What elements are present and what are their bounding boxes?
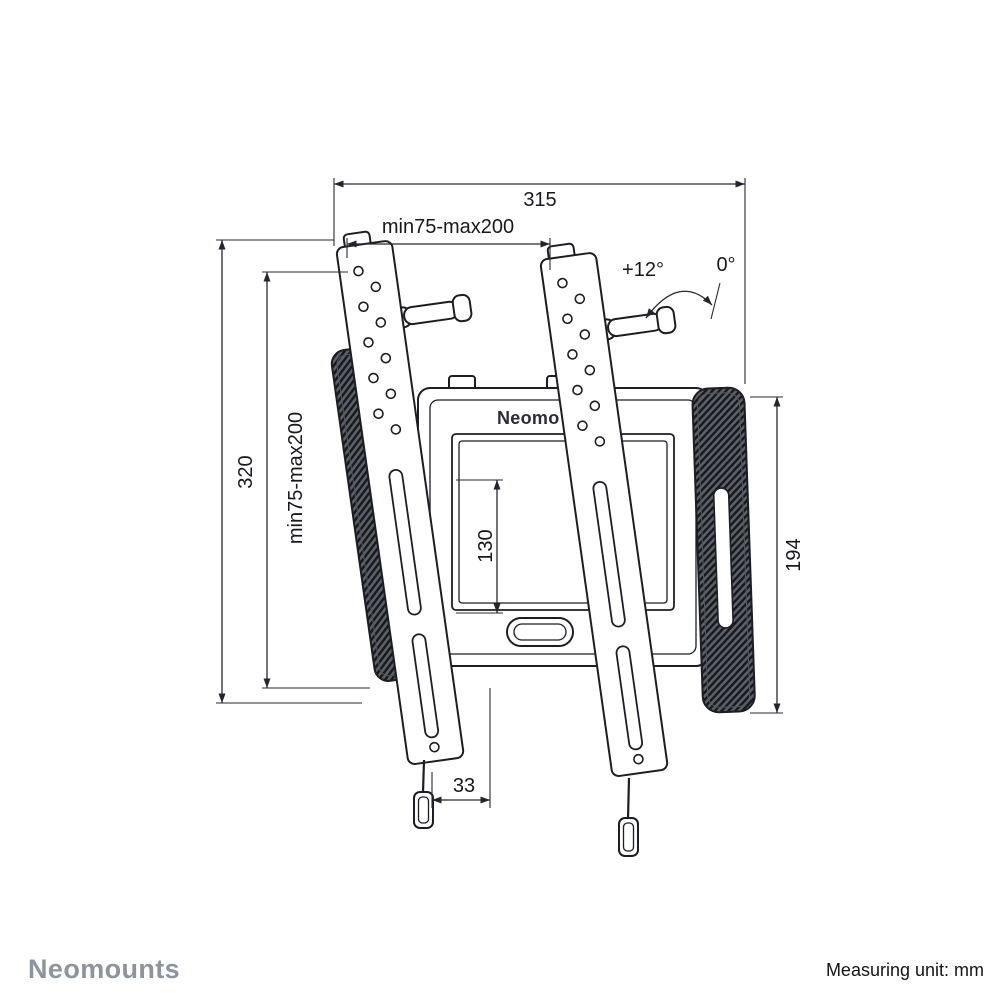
- dim-vesa-width-label: min75-max200: [382, 216, 514, 238]
- measuring-unit-label: Measuring unit: mm: [826, 960, 984, 980]
- plate-opening-inner: [458, 440, 668, 604]
- dim-overall-width: 315: [333, 178, 746, 384]
- dim-overall-height-label: 320: [235, 455, 257, 488]
- tilt-zero-label: 0°: [716, 254, 735, 276]
- plate-logo-text: Neomo: [497, 408, 560, 428]
- dim-vesa-height: min75-max200: [262, 271, 370, 689]
- right-vesa-pad: [691, 386, 756, 714]
- dim-vesa-width: min75-max200: [346, 216, 551, 270]
- tilt-arc-arrow: [645, 290, 713, 319]
- right-pull-cord: [618, 777, 639, 857]
- dim-overall-height: 320: [216, 239, 362, 704]
- dim-bracket-height: 194: [750, 396, 805, 714]
- plate-bottom-slot: [506, 617, 574, 647]
- dim-bottom-offset: 33: [431, 688, 491, 808]
- left-pull-cord: [413, 759, 434, 829]
- tilt-angle-annotation: +12° 0°: [622, 254, 736, 320]
- dim-plate-height-label: 130: [475, 529, 497, 562]
- dim-vesa-height-label: min75-max200: [285, 412, 307, 544]
- tilt-zero-reference-line: [710, 282, 721, 320]
- brand-logo: Neomounts: [28, 954, 180, 984]
- dim-bottom-offset-label: 33: [453, 775, 475, 797]
- dim-overall-width-label: 315: [523, 189, 556, 211]
- dim-plate-height: 130: [456, 479, 503, 614]
- tilt-down-label: +12°: [622, 259, 664, 281]
- dim-bracket-height-label: 194: [783, 538, 805, 571]
- plate-bottom-slot-inner: [513, 623, 567, 641]
